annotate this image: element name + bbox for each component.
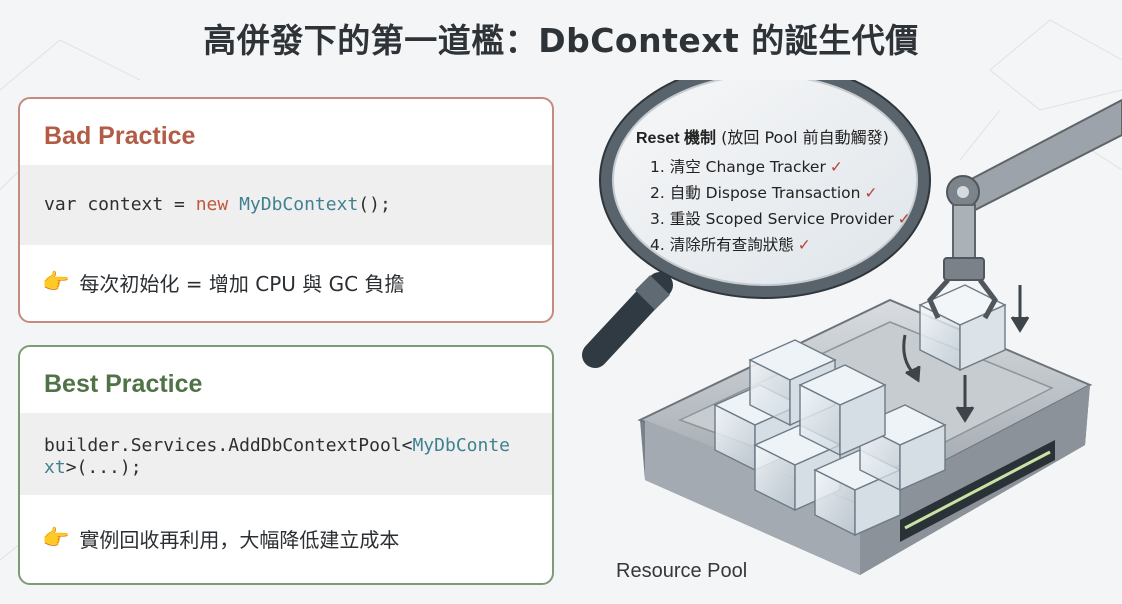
check-icon: ✓ (864, 184, 878, 202)
resource-pool-illustration (582, 80, 1122, 575)
bad-practice-note-text: 每次初始化 = 增加 CPU 與 GC 負擔 (79, 271, 405, 296)
check-icon: ✓ (829, 158, 843, 176)
bad-practice-heading: Bad Practice (44, 122, 196, 150)
resource-pool-label: Resource Pool (616, 560, 748, 582)
magnifying-glass-icon (582, 80, 931, 368)
code-text: var context = (44, 194, 196, 215)
reset-step-label: 3. 重設 Scoped Service Provider (650, 210, 894, 228)
best-practice-code: builder.Services.AddDbContextPool<MyDbCo… (20, 413, 552, 495)
pointing-hand-icon: 👉 (42, 269, 70, 295)
code-keyword: new (195, 194, 229, 215)
code-type: MyDbContext (239, 194, 359, 215)
bad-practice-note: 👉 每次初始化 = 增加 CPU 與 GC 負擔 (20, 245, 552, 319)
code-text: builder.Services.AddDbContextPool< (44, 435, 413, 456)
reset-step-label: 4. 清除所有查詢狀態 (650, 236, 794, 254)
cube (918, 284, 1007, 372)
bad-practice-card: Bad Practice var context = new MyDbConte… (18, 97, 554, 323)
arrow-icons (902, 285, 1030, 423)
reset-mechanism-title: Reset 機制 (放回 Pool 前自動觸發) (636, 124, 911, 148)
reset-step: 4. 清除所有查詢狀態✓ (636, 232, 911, 258)
check-icon: ✓ (797, 236, 811, 254)
cube-stack (713, 284, 1007, 537)
cube (798, 364, 887, 457)
code-text: (); (358, 194, 391, 215)
bad-practice-code: var context = new MyDbContext(); (20, 165, 552, 245)
best-practice-note: 👉 實例回收再利用，大幅降低建立成本 (20, 495, 552, 581)
reset-title-bold: Reset 機制 (636, 130, 717, 147)
code-type: xt (44, 457, 66, 478)
robotic-arm (927, 98, 1122, 320)
reset-step-label: 2. 自動 Dispose Transaction (650, 184, 861, 202)
best-practice-heading: Best Practice (44, 370, 203, 398)
reset-step: 3. 重設 Scoped Service Provider✓ (636, 206, 911, 232)
check-icon: ✓ (897, 210, 911, 228)
reset-step: 1. 清空 Change Tracker✓ (636, 154, 911, 180)
reset-step: 2. 自動 Dispose Transaction✓ (636, 180, 911, 206)
best-practice-note-text: 實例回收再利用，大幅降低建立成本 (79, 527, 400, 552)
page-title: 高併發下的第一道檻：DbContext 的誕生代價 (203, 21, 919, 60)
reset-step-label: 1. 清空 Change Tracker (650, 158, 826, 176)
reset-mechanism-panel: Reset 機制 (放回 Pool 前自動觸發) 1. 清空 Change Tr… (636, 124, 911, 258)
code-type: MyDbConte (412, 435, 511, 456)
code-text: >(...); (65, 457, 142, 478)
best-practice-card: Best Practice builder.Services.AddDbCont… (18, 345, 554, 585)
pointing-hand-icon: 👉 (42, 525, 70, 551)
reset-title-rest: (放回 Pool 前自動觸發) (716, 128, 889, 147)
